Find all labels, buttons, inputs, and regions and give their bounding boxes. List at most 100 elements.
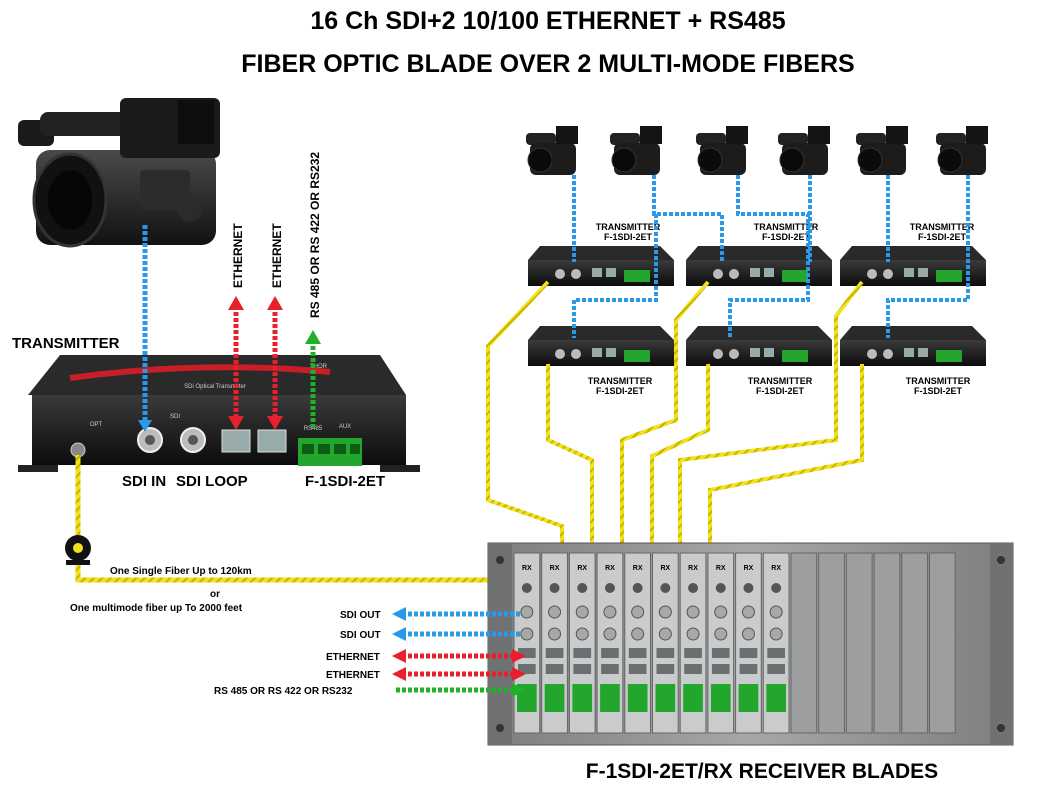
title-line-1: 16 Ch SDI+2 10/100 ETHERNET + RS485 [310,7,785,35]
fiber-label-line-3: One multimode fiber up To 2000 feet [70,603,243,614]
receiver-rack: RX RX RX RX RX RX RX RX RX RX [487,542,1014,746]
vertical-label-serial: RS 485 OR RS 422 OR RS232 [308,152,322,318]
serial-out-label: RS 485 OR RS 422 OR RS232 [214,686,353,697]
blade-rx-label: RX [605,565,615,572]
transmitter-model-label: F-1SDI-2ET [305,473,385,490]
fiber-cable [678,280,864,548]
small-transmitter-label-line-1: TRANSMITTER [596,222,661,232]
blade-rx-label: RX [660,565,670,572]
serial-arrow [305,330,321,430]
empty-slot [929,552,956,734]
blade-rx-label: RX [744,565,754,572]
sdi-cable [728,175,810,338]
small-transmitter-label-line-1: TRANSMITTER [754,222,819,232]
small-camera-icon [936,126,988,175]
port-opt [70,442,86,458]
sdi-out-label-1: SDI OUT [340,610,381,621]
sdi-loop-label: SDI LOOP [176,473,248,490]
transmitter-panel-text: SDi Optical Transmitter [184,384,246,390]
fiber-label-line-1: One Single Fiber Up to 120km [110,566,252,577]
serial-out-arrow [396,683,526,697]
receiver-blade: RX [652,552,679,734]
ethernet-arrow-1 [228,296,244,430]
small-transmitter-label-line-1: TRANSMITTER [906,376,971,386]
ethernet-arrow-2 [267,296,283,430]
blade-rx-label: RX [688,565,698,572]
small-transmitter-label-line-2: F-1SDI-2ET [756,386,805,396]
fiber-reel-icon [65,535,91,565]
transmitter-heading: TRANSMITTER [12,335,120,352]
fiber-cable [620,280,710,548]
small-camera-icon [856,126,908,175]
ethernet-out-label-1: ETHERNET [326,652,380,663]
port-fe2 [257,429,287,453]
sdi-out-arrow-1 [392,607,520,621]
main-camera-image [18,98,220,248]
receiver-blade: RX [596,552,624,734]
small-transmitter-label-line-2: F-1SDI-2ET [604,232,653,242]
receiver-blade: RX [513,552,541,734]
small-transmitters: TRANSMITTERF-1SDI-2ETTRANSMITTERF-1SDI-2… [528,222,986,396]
small-cables [486,175,970,559]
fiber-cable-main [75,455,518,583]
ethernet-out-arrow-2 [392,667,526,681]
fiber-cable [650,364,710,548]
sdi-cable [886,175,970,338]
port-fe1 [221,429,251,453]
fiber-label-line-2: or [210,589,220,600]
port-label-aux: AUX [339,424,351,430]
small-cameras [526,126,988,175]
small-camera-icon [526,126,578,175]
sdi-in-label: SDI IN [122,473,166,490]
vertical-label-ethernet-1: ETHERNET [231,223,245,288]
empty-slot [901,552,928,734]
ethernet-out-label-2: ETHERNET [326,670,380,681]
receiver-blade: RX [735,552,762,734]
blade-rx-label: RX [633,565,643,572]
sdi-cable [652,175,724,262]
empty-slot [818,552,845,734]
sdi-cable [572,214,658,338]
small-transmitter-label-line-2: F-1SDI-2ET [914,386,963,396]
fiber-cable [486,280,564,548]
transmitter-brand: THOR [310,364,328,370]
empty-slot [845,552,873,734]
vertical-label-ethernet-2: ETHERNET [270,223,284,288]
empty-slot [790,552,818,734]
port-label-rs485: RS485 [304,426,323,432]
terminal-block-green [298,438,362,466]
blade-rx-label: RX [771,565,781,572]
receiver-caption: F-1SDI-2ET/RX RECEIVER BLADES [586,760,938,783]
small-transmitter-label-line-2: F-1SDI-2ET [762,232,811,242]
fiber-cable [546,364,594,548]
blade-rx-label: RX [577,565,587,572]
small-transmitter-label-line-2: F-1SDI-2ET [596,386,645,396]
ethernet-out-arrow-1 [392,649,526,663]
small-camera-icon [778,126,830,175]
fiber-cable [708,364,864,548]
sdi-out-arrow-2 [392,627,520,641]
receiver-blade: RX [624,552,651,734]
receiver-blade: RX [762,552,790,734]
title-line-2: FIBER OPTIC BLADE OVER 2 MULTI-MODE FIBE… [241,50,854,78]
sdi-out-label-2: SDI OUT [340,630,381,641]
receiver-blade: RX [679,552,707,734]
port-label-opt: OPT [90,422,103,428]
blade-rx-label: RX [550,565,560,572]
small-transmitter-label-line-1: TRANSMITTER [748,376,813,386]
small-transmitter-label-line-1: TRANSMITTER [588,376,653,386]
empty-slot [873,552,901,734]
receiver-blade: RX [707,552,735,734]
receiver-blade: RX [541,552,568,734]
main-transmitter-device: SDi Optical Transmitter THOR OPT SDI RS4… [18,355,420,472]
receiver-blade: RX [568,552,596,734]
port-label-sdi: SDI [170,414,180,420]
small-transmitter-label-line-1: TRANSMITTER [910,222,975,232]
small-transmitter-label-line-2: F-1SDI-2ET [918,232,967,242]
